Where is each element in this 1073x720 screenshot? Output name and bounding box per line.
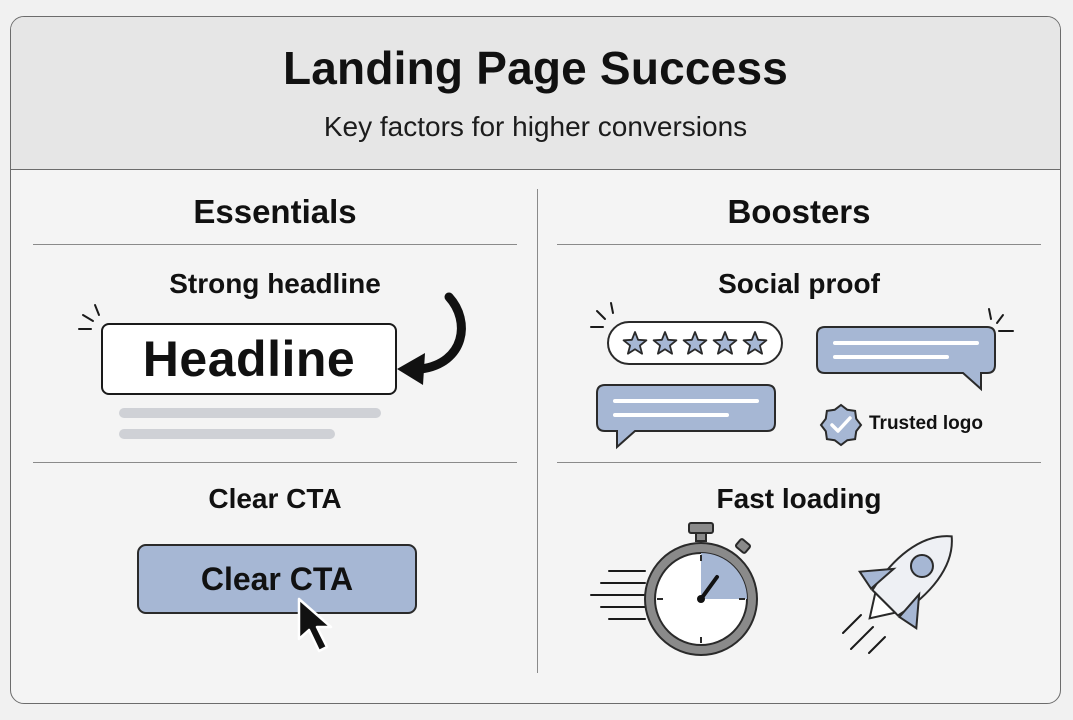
clear-cta-button[interactable]: Clear CTA xyxy=(137,544,417,614)
sparkle-icon xyxy=(590,302,614,328)
star-icon xyxy=(742,331,768,355)
column-separator xyxy=(537,189,538,673)
placeholder-text-line xyxy=(119,408,381,418)
placeholder-text-line xyxy=(119,429,335,439)
section-title-social-proof: Social proof xyxy=(718,268,880,299)
boosters-section-divider xyxy=(557,462,1041,463)
chat-bubble-icon xyxy=(596,384,776,450)
page-subtitle: Key factors for higher conversions xyxy=(323,111,748,142)
section-title-strong-headline: Strong headline xyxy=(169,268,381,299)
speed-lines-icon xyxy=(590,570,646,620)
boosters-divider xyxy=(557,244,1041,245)
essentials-section-divider xyxy=(33,462,517,463)
star-icon xyxy=(652,331,678,355)
sparkle-icon xyxy=(78,304,100,330)
mouse-cursor-icon xyxy=(297,597,333,653)
star-icon xyxy=(712,331,738,355)
stopwatch-icon xyxy=(644,522,758,656)
chat-bubble-icon xyxy=(816,326,996,392)
sparkle-icon xyxy=(988,308,1014,332)
page-title: Landing Page Success xyxy=(282,42,789,94)
star-rating-icons xyxy=(622,331,768,355)
verified-badge-icon xyxy=(819,403,863,447)
star-icon xyxy=(682,331,708,355)
essentials-title: Essentials xyxy=(193,193,357,230)
star-icon xyxy=(622,331,648,355)
trusted-logo-label: Trusted logo xyxy=(869,413,983,434)
header-banner: Landing Page Success Key factors for hig… xyxy=(11,17,1060,170)
curved-arrow-icon xyxy=(397,292,466,385)
infographic-card: Landing Page Success Key factors for hig… xyxy=(10,16,1061,704)
rocket-icon xyxy=(842,535,953,654)
section-title-fast-loading: Fast loading xyxy=(716,483,882,514)
boosters-title: Boosters xyxy=(727,193,871,230)
headline-sample-box: Headline xyxy=(101,323,397,395)
essentials-divider xyxy=(33,244,517,245)
section-title-clear-cta: Clear CTA xyxy=(208,483,342,514)
